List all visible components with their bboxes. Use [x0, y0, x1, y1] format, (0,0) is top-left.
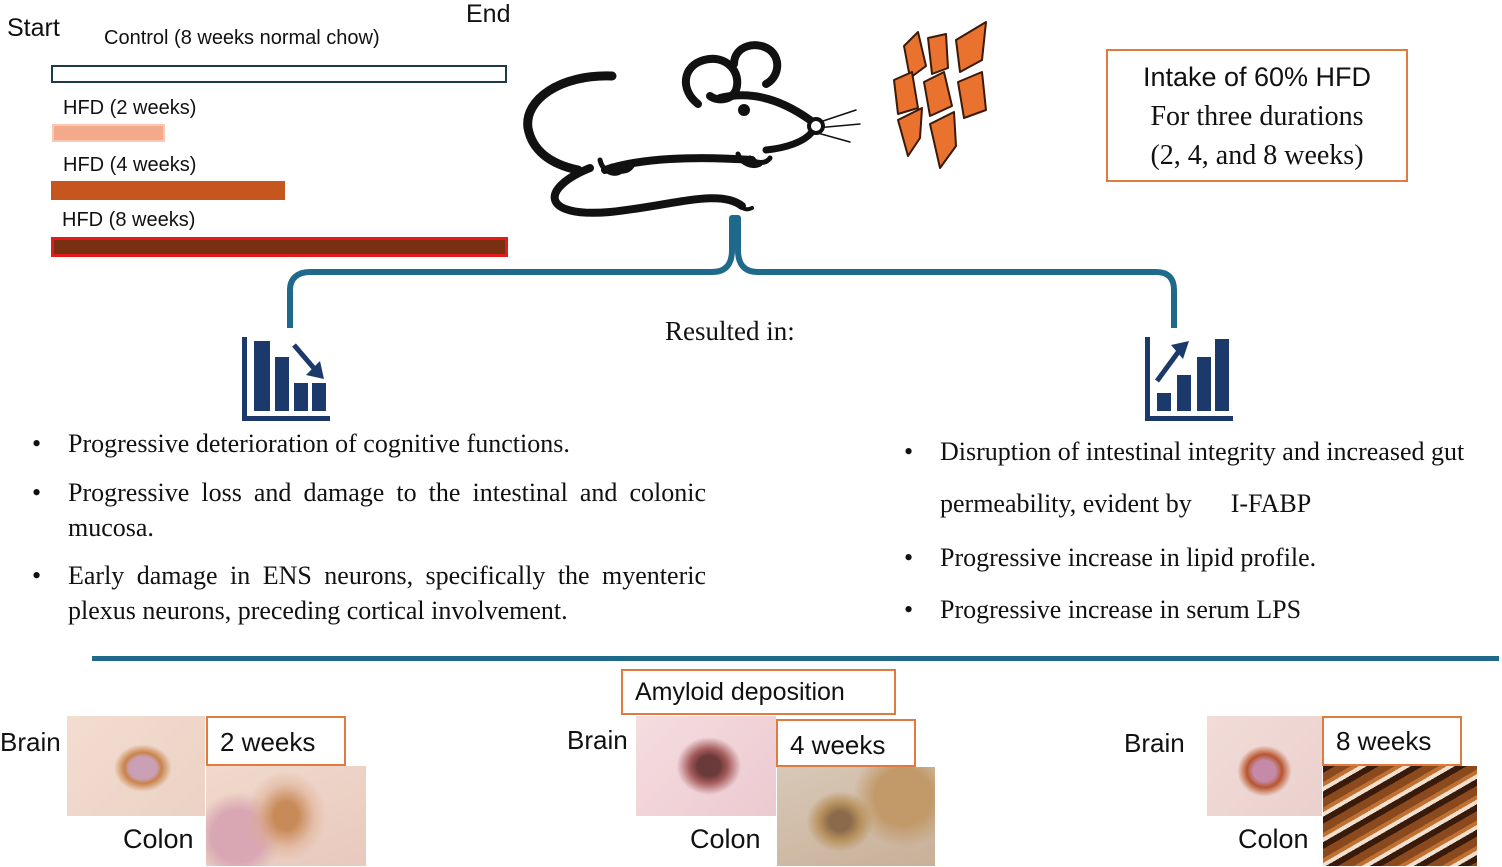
left-finding-text: Early damage in ENS neurons, specificall… — [68, 561, 706, 625]
intake-box: Intake of 60% HFD For three durations (2… — [1106, 49, 1408, 182]
panel-3-colon-label: Colon — [1238, 824, 1309, 854]
panel-3-duration-label: 8 weeks — [1322, 716, 1462, 766]
timeline-end-label: End — [466, 0, 511, 28]
hfd-8-weeks-label: HFD (8 weeks) — [62, 209, 196, 231]
panel-2-colon-label: Colon — [690, 824, 761, 854]
bullet: • — [904, 543, 914, 572]
intake-line-1: Intake of 60% HFD — [1142, 62, 1372, 92]
right-finding-text: Disruption of intestinal integrity and i… — [940, 437, 1471, 518]
panel-1-colon-micrograph — [206, 766, 366, 866]
hfd-2-weeks-bar — [52, 124, 165, 142]
food-pellets-icon — [893, 21, 987, 169]
timeline-start-label: Start — [7, 14, 60, 42]
left-finding-item: • Progressive loss and damage to the int… — [10, 475, 706, 545]
bullet: • — [32, 429, 42, 458]
bullet: • — [32, 478, 42, 507]
bar-chart-decrease-icon — [242, 337, 330, 421]
intake-line-3: (2, 4, and 8 weeks) — [1150, 140, 1364, 171]
hfd-8-weeks-bar — [51, 237, 508, 257]
hfd-4-weeks-bar — [51, 181, 285, 200]
mouse-icon — [523, 41, 861, 217]
bar-chart-increase-icon — [1145, 337, 1233, 421]
left-finding-text: Progressive deterioration of cognitive f… — [68, 429, 570, 458]
control-bar-label: Control (8 weeks normal chow) — [104, 27, 380, 49]
panel-3-colon-micrograph — [1323, 766, 1477, 866]
panel-1-brain-micrograph — [67, 716, 205, 816]
bullet: • — [904, 437, 914, 466]
right-finding-text: Progressive increase in lipid profile. — [940, 543, 1317, 572]
intake-line-2: For three durations — [1150, 101, 1364, 132]
control-bar — [51, 65, 507, 83]
right-finding-text: Progressive increase in serum LPS — [940, 595, 1302, 624]
hfd-4-weeks-label: HFD (4 weeks) — [63, 154, 197, 176]
left-finding-item: • Early damage in ENS neurons, specifica… — [10, 558, 706, 628]
hfd-2-weeks-label: HFD (2 weeks) — [63, 97, 197, 119]
panel-1-duration-label: 2 weeks — [206, 716, 346, 766]
panel-1-colon-label: Colon — [123, 824, 194, 854]
panel-2-colon-micrograph — [777, 767, 935, 866]
bullet: • — [32, 561, 42, 590]
right-finding-item: • Disruption of intestinal integrity and… — [882, 426, 1494, 530]
panel-3-brain-micrograph — [1207, 716, 1322, 816]
panel-1-brain-label: Brain — [0, 727, 61, 757]
left-finding-item: • Progressive deterioration of cognitive… — [10, 426, 706, 461]
panel-3-brain-label: Brain — [1124, 728, 1185, 758]
results-bracket — [287, 215, 1177, 328]
panel-2-brain-micrograph — [636, 716, 776, 816]
amyloid-deposition-label: Amyloid deposition — [621, 669, 896, 715]
right-finding-item: • Progressive increase in lipid profile. — [882, 532, 1494, 584]
panel-2-duration-label: 4 weeks — [776, 719, 916, 767]
right-finding-item: • Progressive increase in serum LPS — [882, 584, 1494, 636]
section-divider — [92, 656, 1499, 661]
resulted-in-label: Resulted in: — [665, 316, 795, 346]
bullet: • — [904, 595, 914, 624]
left-finding-text: Progressive loss and damage to the intes… — [68, 478, 706, 542]
left-findings-list: • Progressive deterioration of cognitive… — [10, 426, 706, 628]
right-findings-list: • Disruption of intestinal integrity and… — [882, 426, 1494, 636]
panel-2-brain-label: Brain — [567, 725, 628, 755]
